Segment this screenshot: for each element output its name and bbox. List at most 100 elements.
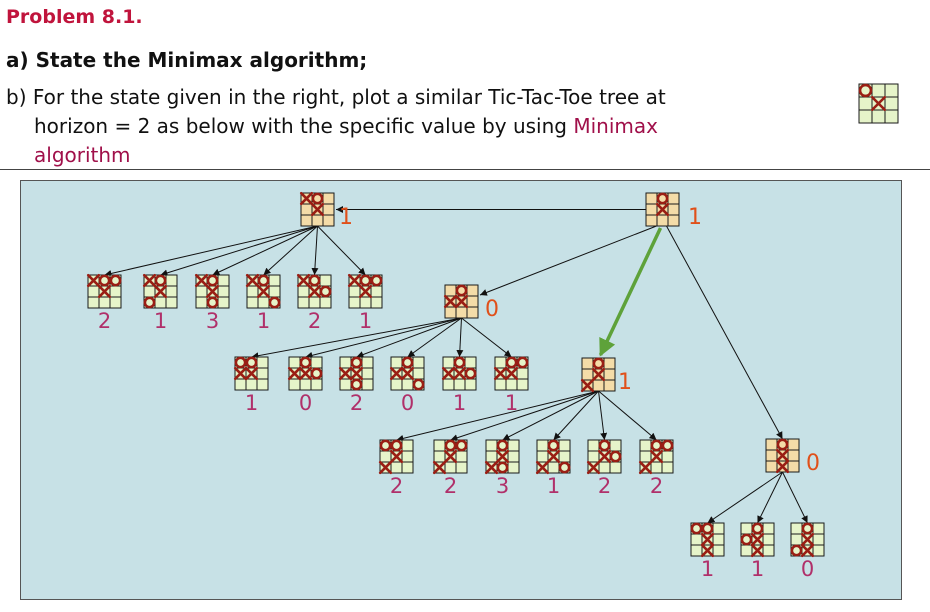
tree-edge	[450, 390, 599, 442]
o-mark	[455, 284, 468, 297]
tree-edge	[553, 390, 599, 441]
board-cell	[765, 460, 778, 473]
o-mark	[310, 367, 323, 380]
o-mark	[401, 356, 414, 369]
board-cell	[667, 203, 680, 216]
separator-line	[0, 169, 930, 170]
x-mark	[800, 532, 815, 547]
board-cell	[268, 274, 281, 287]
board-cell	[310, 378, 323, 391]
board-cell	[109, 285, 122, 298]
o-mark	[547, 439, 560, 452]
x-mark	[870, 95, 887, 112]
board-cell	[444, 461, 457, 474]
x-mark	[546, 449, 561, 464]
leaf-value: 3	[206, 309, 219, 333]
board-cell	[245, 378, 258, 391]
leaf-value: 1	[359, 309, 372, 333]
leaf-board	[338, 356, 374, 391]
x-mark	[310, 202, 325, 217]
o-mark	[656, 192, 669, 205]
x-mark	[298, 366, 313, 381]
board-cell	[370, 285, 383, 298]
board-cell	[455, 461, 468, 474]
board-cell	[603, 368, 616, 381]
tree-edge	[456, 317, 464, 358]
x-mark	[800, 543, 815, 558]
board-cell	[592, 379, 605, 392]
board-cell	[412, 356, 425, 369]
board-cell	[300, 214, 313, 227]
o-mark	[444, 439, 457, 452]
leaf-value: 2	[598, 474, 611, 498]
leaf-value: 1	[245, 391, 258, 415]
o-mark	[650, 439, 663, 452]
board-cell	[217, 274, 230, 287]
tree-edge	[666, 225, 783, 440]
board-cell	[288, 378, 301, 391]
board-cell	[87, 296, 100, 309]
board-cell	[656, 214, 669, 227]
board-cell	[516, 378, 529, 391]
tree-edges	[104, 206, 808, 524]
tree-edge	[396, 390, 599, 442]
x-mark	[638, 460, 653, 475]
tree-edge	[263, 225, 318, 276]
o-mark	[359, 274, 372, 287]
board-cell	[762, 533, 775, 546]
board-cell	[379, 450, 392, 463]
o-mark	[206, 296, 219, 309]
board-cell	[581, 357, 594, 370]
question-b-line3: algorithm	[34, 141, 864, 170]
x-mark	[493, 366, 508, 381]
board-cell	[154, 296, 167, 309]
board-cell	[667, 214, 680, 227]
board-cell	[453, 378, 466, 391]
leaf-board	[142, 273, 178, 309]
leaf-board	[586, 439, 622, 475]
question-b-minimax-word: Minimax	[573, 114, 658, 138]
x-mark	[86, 273, 101, 288]
x-mark	[443, 449, 458, 464]
o-mark	[661, 439, 674, 452]
tree-edge	[407, 317, 462, 358]
tree-edge	[251, 317, 462, 360]
o-mark	[592, 357, 605, 370]
o-mark	[496, 439, 509, 452]
tree-edge	[356, 317, 462, 358]
tree-edge	[598, 390, 657, 441]
board-cell	[466, 284, 479, 297]
x-mark	[153, 284, 168, 299]
o-mark	[455, 439, 468, 452]
tree-edge	[757, 471, 783, 524]
board-cell	[507, 461, 520, 474]
board-cell	[322, 192, 335, 205]
board-cell	[516, 367, 529, 380]
board-cell	[645, 203, 658, 216]
question-b-algorithm-word: algorithm	[34, 143, 131, 167]
leaf-board	[233, 356, 269, 391]
o-mark	[516, 356, 529, 369]
leaf-value: 2	[390, 474, 403, 498]
x-mark	[870, 95, 887, 112]
board-cell	[740, 544, 753, 557]
leaf-board	[638, 439, 674, 475]
o-mark	[740, 533, 753, 546]
x-mark	[495, 449, 510, 464]
o-mark	[206, 274, 219, 287]
leaf-board	[194, 273, 230, 309]
board-cell	[587, 450, 600, 463]
board-cell	[288, 356, 301, 369]
o-mark	[690, 522, 703, 535]
board-cell	[536, 450, 549, 463]
o-mark	[350, 356, 363, 369]
board-cell	[884, 109, 899, 124]
board-cell	[871, 109, 886, 124]
o-mark	[558, 461, 571, 474]
board-cell	[464, 356, 477, 369]
board-cell	[464, 378, 477, 391]
board-cell	[858, 96, 873, 111]
board-cell	[308, 296, 321, 309]
x-mark	[245, 273, 260, 288]
